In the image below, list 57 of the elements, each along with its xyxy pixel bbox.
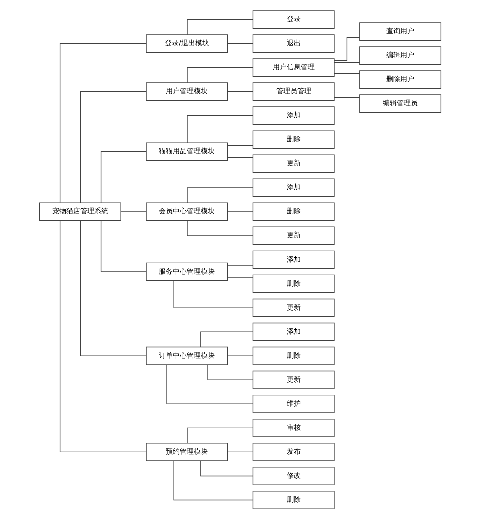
connector <box>187 116 254 144</box>
connector <box>208 364 254 380</box>
connector <box>334 62 360 64</box>
connector <box>187 19 254 36</box>
connector <box>227 452 254 453</box>
node-box: 修改 <box>252 467 335 486</box>
connector <box>166 364 254 404</box>
node-box: 查询用户 <box>360 22 442 41</box>
node-box: 发布 <box>252 443 335 462</box>
node-box: 删除 <box>252 130 335 150</box>
node-box: 删除 <box>252 346 335 366</box>
node-box: 删除 <box>252 202 335 222</box>
node-box: 登录/退出模块 <box>146 34 228 53</box>
node-box: 退出 <box>252 34 335 53</box>
connector <box>334 73 360 74</box>
node-box: 添加 <box>252 250 335 270</box>
node-box: 会员中心管理模块 <box>146 202 228 222</box>
node-box: 维护 <box>252 394 335 414</box>
node-box: 删除 <box>252 491 335 510</box>
connector <box>100 152 147 204</box>
node-box: 用户信息管理 <box>252 58 335 77</box>
connector <box>200 460 254 477</box>
connector <box>60 43 147 204</box>
node-box: 编辑用户 <box>360 46 442 65</box>
node-box: 删除 <box>252 274 335 294</box>
node-box: 用户管理模块 <box>146 82 228 102</box>
node-box: 添加 <box>252 322 335 342</box>
node-box: 订单中心管理模块 <box>146 346 228 366</box>
connector <box>174 460 254 501</box>
node-box: 预约管理模块 <box>146 443 228 462</box>
connector <box>187 428 254 444</box>
node-box: 登录 <box>252 10 335 29</box>
connector <box>80 91 147 204</box>
connector <box>60 220 147 453</box>
connector <box>200 332 254 348</box>
connector <box>80 220 147 356</box>
connector <box>187 67 254 84</box>
node-box: 猫猫用品管理模块 <box>146 142 228 162</box>
node-box: 更新 <box>252 298 335 318</box>
connector <box>334 97 360 98</box>
node-box: 更新 <box>252 154 335 174</box>
connector <box>187 188 254 204</box>
connector <box>227 43 254 44</box>
node-box: 服务中心管理模块 <box>146 262 228 282</box>
node-box: 编辑管理员 <box>360 94 442 114</box>
connector <box>100 220 147 272</box>
connector <box>187 220 254 236</box>
connector <box>227 91 254 92</box>
node-box: 管理员管理 <box>252 82 335 102</box>
node-box: 删除用户 <box>360 70 442 89</box>
connector <box>174 280 254 308</box>
node-box: 审核 <box>252 418 335 438</box>
node-box: 更新 <box>252 226 335 246</box>
node-box: 更新 <box>252 370 335 390</box>
node-box: 添加 <box>252 178 335 198</box>
node-box: 添加 <box>252 106 335 126</box>
node-box: 宠物猫店管理系统 <box>39 202 122 222</box>
